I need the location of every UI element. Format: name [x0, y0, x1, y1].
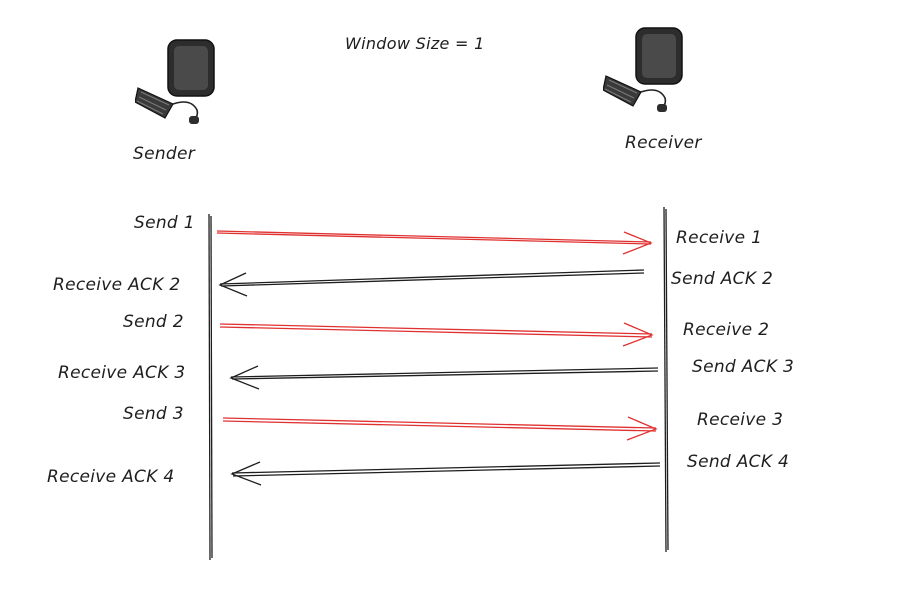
receiver-message-label-3: Receive 2: [683, 320, 770, 340]
message-arrow-ack-3: [229, 365, 659, 390]
message-arrow-send-2: [219, 322, 654, 347]
receiver-label: Receiver: [625, 133, 702, 153]
sender-message-label-3: Send 2: [123, 312, 184, 332]
sender-lifeline: [208, 213, 213, 561]
sender-message-label-2: Receive ACK 2: [53, 275, 181, 295]
sender-message-label-6: Receive ACK 4: [47, 467, 175, 487]
diagram-title: Window Size = 1: [345, 34, 485, 53]
receiver-message-label-4: Send ACK 3: [692, 357, 795, 377]
receiver-computer-icon: [603, 27, 683, 112]
receiver-message-label-5: Receive 3: [697, 410, 784, 430]
receiver-message-label-2: Send ACK 2: [671, 269, 774, 289]
receiver-message-label-6: Send ACK 4: [687, 452, 790, 472]
message-arrow-ack-4: [230, 461, 661, 486]
sender-message-label-1: Send 1: [134, 213, 195, 233]
sender-message-label-4: Receive ACK 3: [58, 363, 186, 383]
sender-label: Sender: [133, 144, 196, 164]
sender-computer-icon: [135, 39, 215, 124]
receiver-lifeline: [663, 206, 669, 553]
message-arrow-send-3: [222, 416, 658, 441]
message-arrow-send-1: [216, 230, 653, 255]
message-arrow-ack-2: [218, 269, 645, 297]
receiver-message-label-1: Receive 1: [676, 228, 763, 248]
sender-message-label-5: Send 3: [123, 404, 184, 424]
